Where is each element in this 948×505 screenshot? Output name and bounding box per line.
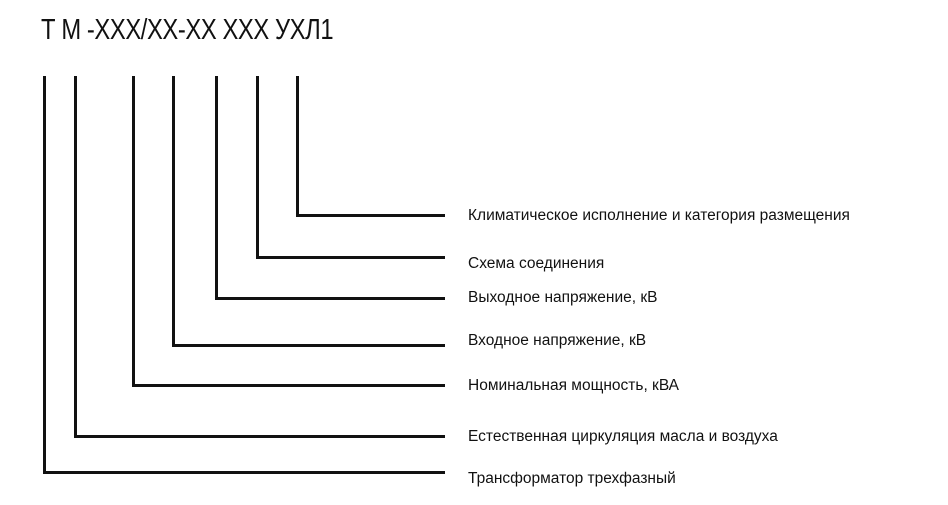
label-climate: Климатическое исполнение и категория раз… xyxy=(468,207,850,224)
label-three-phase-transformer: Трансформатор трехфазный xyxy=(468,470,676,487)
label-input-voltage: Входное напряжение, кВ xyxy=(468,332,647,349)
label-connection-scheme: Схема соединения xyxy=(468,255,605,272)
label-output-voltage: Выходное напряжение, кВ xyxy=(468,289,658,306)
designation-code: Т М -ХХХ/ХХ-ХХ ХХХ УХЛ1 xyxy=(41,14,334,46)
label-rated-power: Номинальная мощность, кВА xyxy=(468,377,679,394)
label-natural-circulation: Естественная циркуляция масла и воздуха xyxy=(468,428,778,445)
